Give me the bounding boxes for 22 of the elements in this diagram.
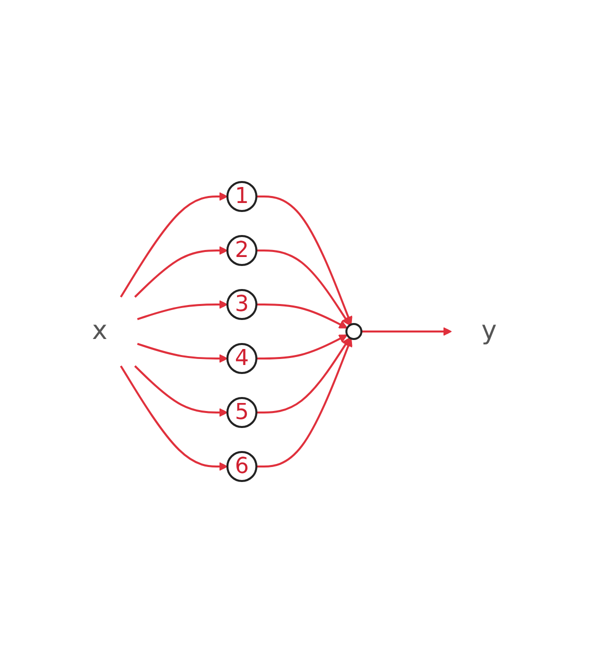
arrow [256,337,350,414]
node-circle: 2 [226,235,258,266]
node-circle: 5 [226,397,258,428]
node-circle: 1 [226,181,258,212]
arrow [134,246,228,298]
node-text: y [482,316,497,346]
node-text: x [92,316,108,346]
arrow [256,250,350,326]
arrow [137,342,228,363]
arrow [256,338,352,468]
arrow [256,196,352,325]
node-circle [346,323,362,340]
arrow [134,365,228,417]
arrow [362,327,452,336]
arrow [120,192,228,298]
arrow [256,304,348,328]
arrow [120,365,228,471]
node-circle: 6 [226,451,258,482]
arrow [256,334,348,360]
node-circle: 3 [226,289,258,320]
arrow [137,300,228,320]
node-circle: 4 [226,343,258,374]
